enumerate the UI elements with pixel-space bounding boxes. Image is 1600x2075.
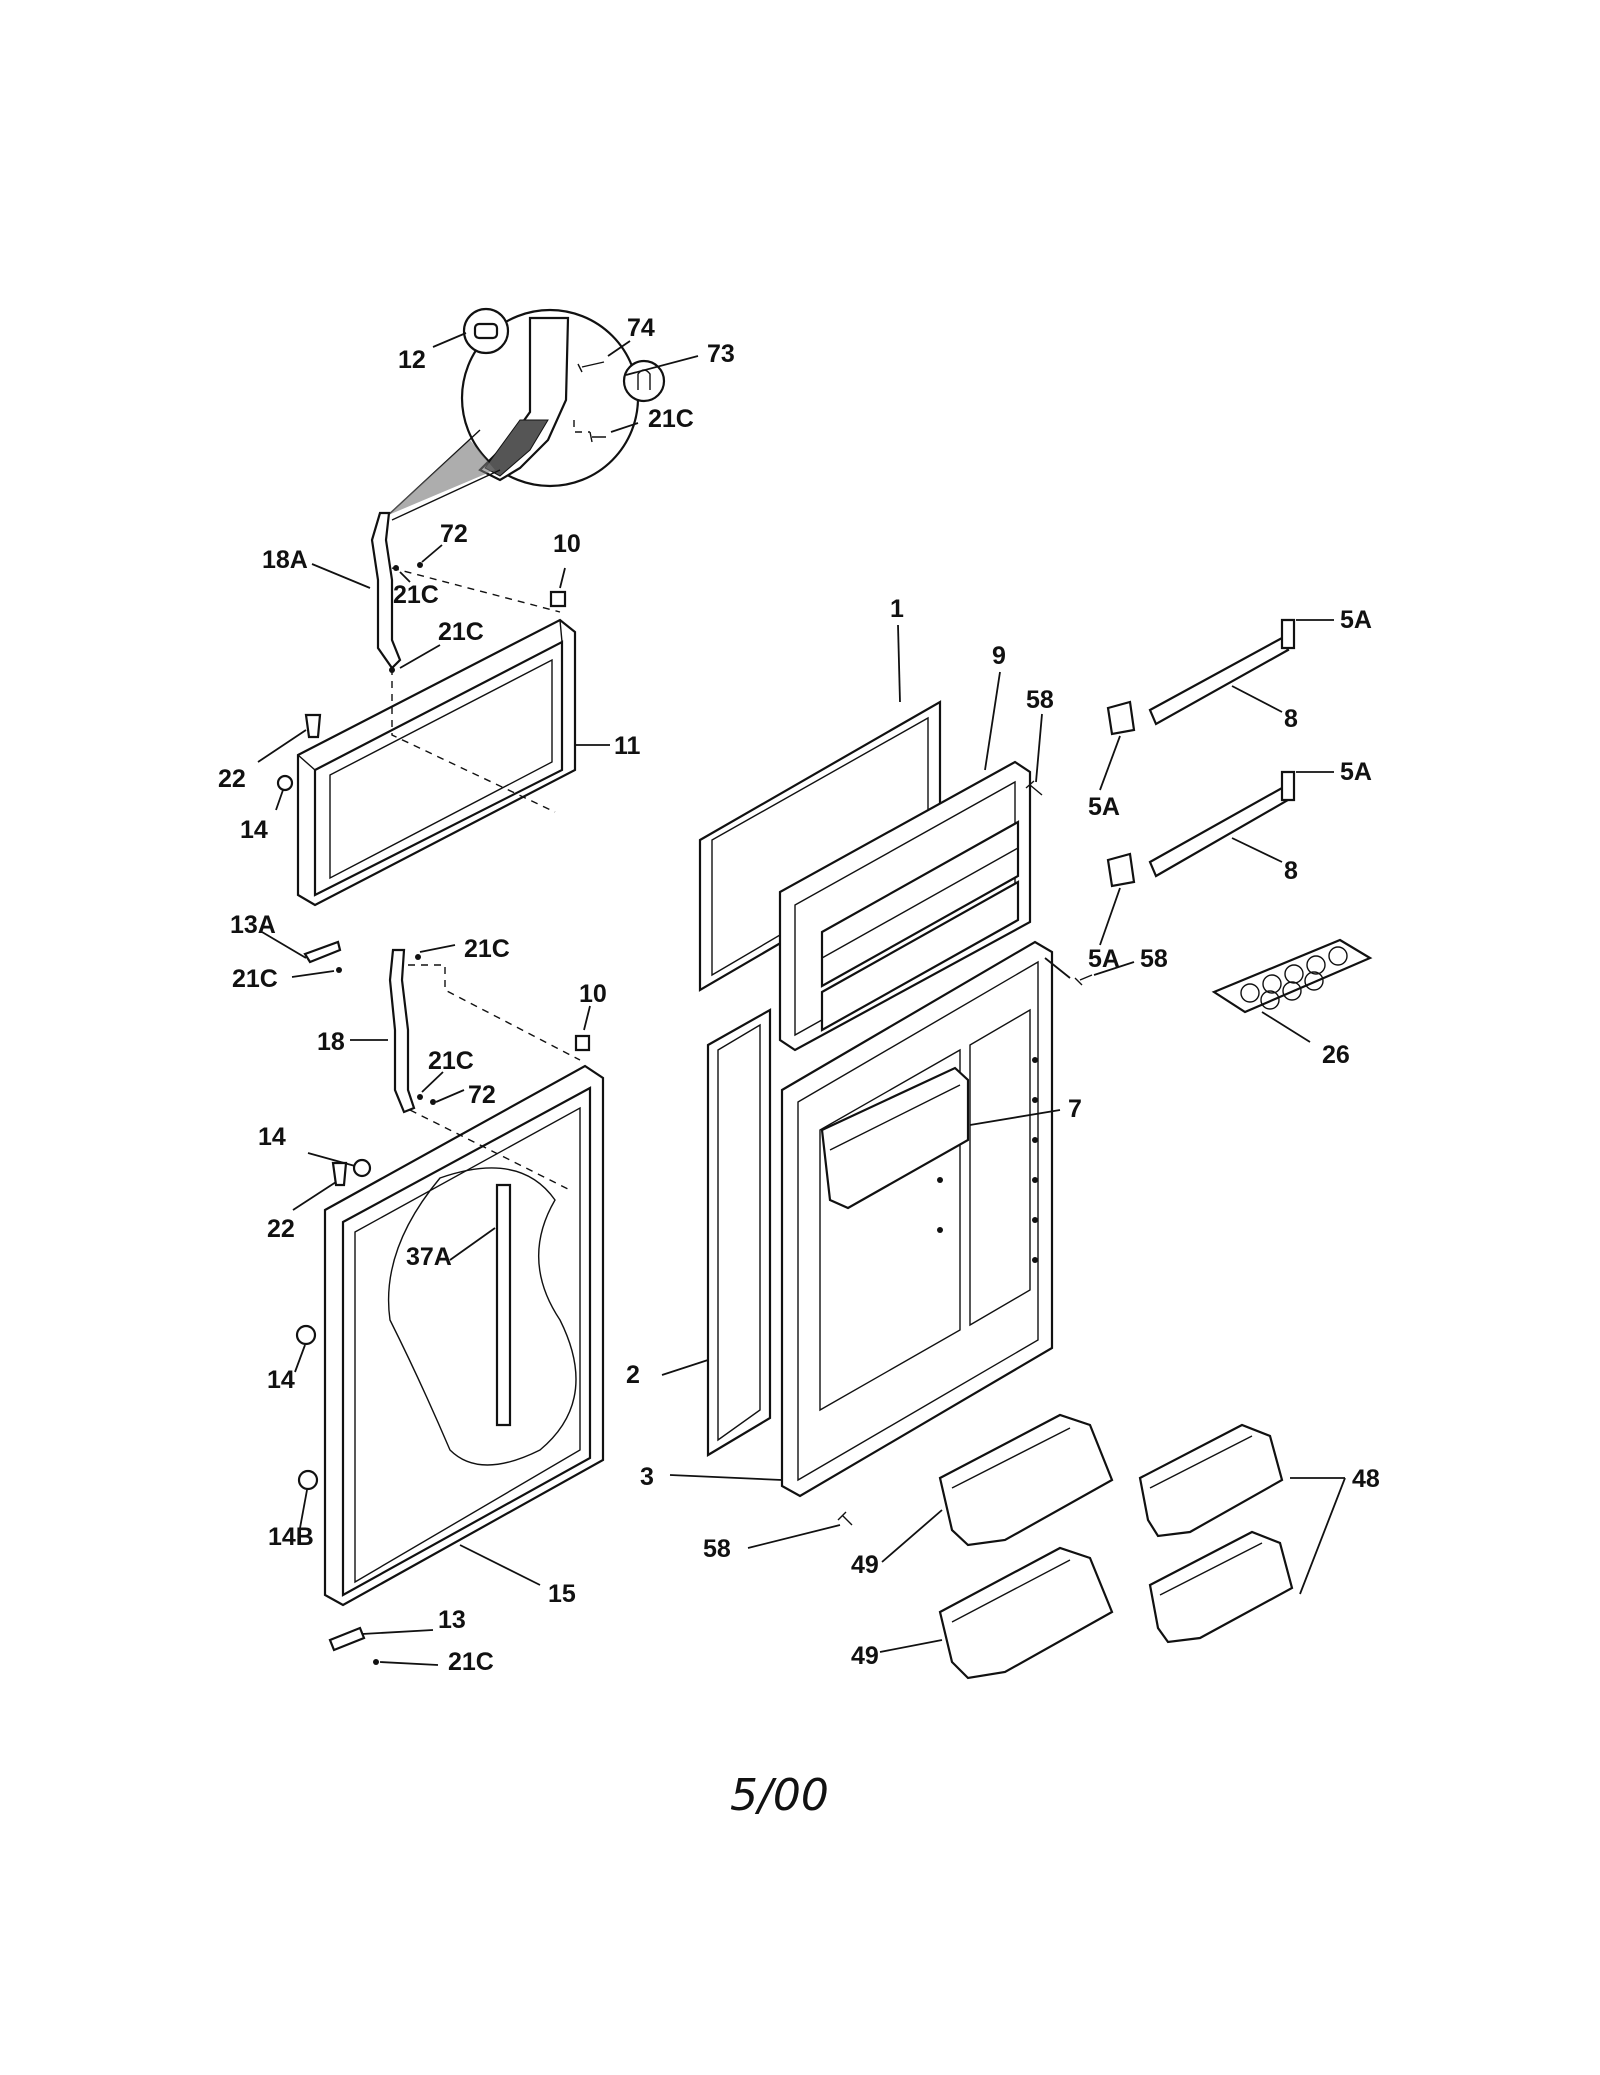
callout-58: 58 [703,1535,731,1563]
callout-5a: 5A [1088,793,1120,821]
egg-tray [1211,938,1373,1043]
callout-14: 14 [240,816,268,844]
callout-21c: 21C [464,935,510,963]
callout-8: 8 [1284,705,1298,733]
callout-58: 58 [1140,945,1168,973]
callout-49: 49 [851,1551,879,1579]
callout-10: 10 [579,980,607,1008]
callout-72: 72 [468,1081,496,1109]
callout-21c: 21C [448,1648,494,1676]
callout-49: 49 [851,1642,879,1670]
handle-detail-inset [384,307,699,521]
callout-73: 73 [707,340,735,368]
callout-18: 18 [317,1028,345,1056]
callout-11: 11 [614,732,641,760]
shelf-rails [1099,618,1334,946]
callout-8: 8 [1284,857,1298,885]
door-liners-and-gaskets [661,624,1135,1549]
callout-21c: 21C [393,581,439,609]
callout-3: 3 [640,1463,654,1491]
callout-2: 2 [626,1361,640,1389]
callout-21c: 21C [232,965,278,993]
callout-37a: 37A [406,1243,452,1271]
callout-5a: 5A [1088,945,1120,973]
callout-58: 58 [1026,686,1054,714]
callout-14b: 14B [268,1523,314,1551]
callout-72: 72 [440,520,468,548]
freezer-door [257,511,610,978]
callout-26: 26 [1322,1041,1350,1069]
callout-5a: 5A [1340,606,1372,634]
callout-13: 13 [438,1606,466,1634]
door-bins [879,1413,1346,1680]
callout-14: 14 [258,1123,286,1151]
callout-18a: 18A [262,546,308,574]
callout-22: 22 [267,1215,295,1243]
callout-9: 9 [992,642,1006,670]
callout-14: 14 [267,1366,295,1394]
callout-10: 10 [553,530,581,558]
callout-48: 48 [1352,1465,1380,1493]
callout-12: 12 [398,346,426,374]
callout-22: 22 [218,765,246,793]
callout-1: 1 [890,595,904,623]
callout-21c: 21C [428,1047,474,1075]
callout-7: 7 [1068,1095,1082,1123]
callout-5a: 5A [1340,758,1372,786]
fresh-food-door [292,944,605,1666]
revision-date: 5/00 [730,1770,829,1821]
callout-74: 74 [627,314,655,342]
callout-21c: 21C [648,405,694,433]
callout-15: 15 [548,1580,576,1608]
callout-21c: 21C [438,618,484,646]
callout-13a: 13A [230,911,276,939]
